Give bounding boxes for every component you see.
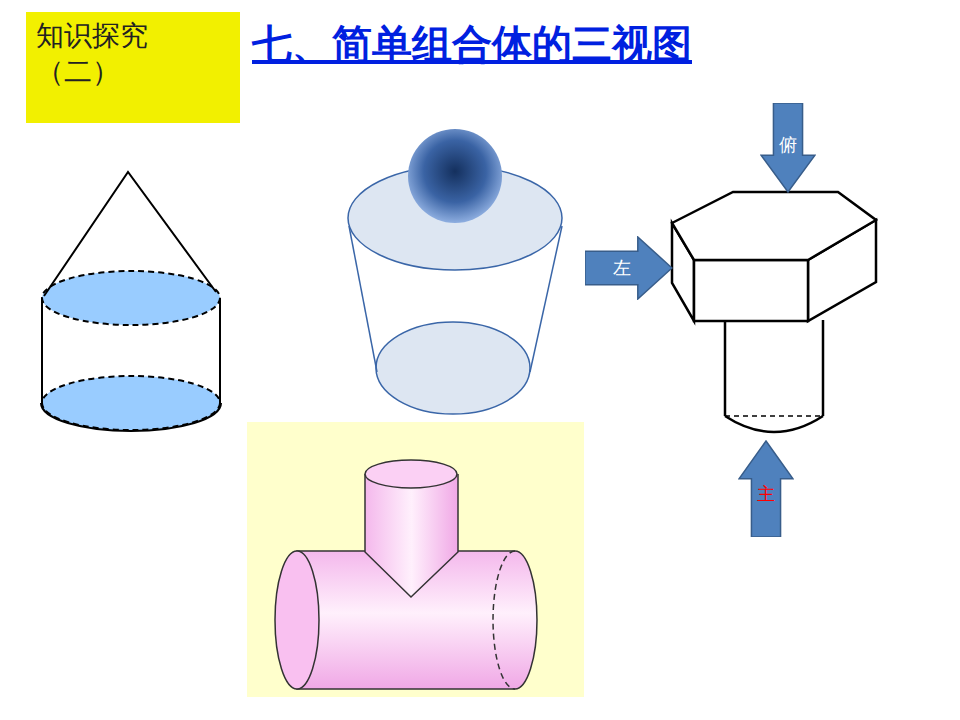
cylinder-base (42, 376, 220, 430)
cone-outline (44, 172, 216, 296)
cone-cylinder (42, 172, 220, 430)
cylinder-hidden (725, 415, 823, 417)
t-pipe (275, 460, 537, 689)
sphere (408, 129, 502, 223)
view-arrow: 俯 (760, 103, 816, 193)
cylinder-top (42, 271, 220, 325)
cylinder-side (822, 320, 825, 416)
cylinder-side (219, 298, 221, 406)
section-tag: 知识探究 （二） (26, 12, 240, 123)
section-label: 知识探究 （二） (36, 18, 161, 91)
view-arrow: 主 (738, 440, 794, 537)
pipe-hidden-end (493, 551, 515, 689)
branch-outline (365, 474, 458, 597)
arrow-body (761, 103, 815, 192)
view-label: 俯 (760, 133, 816, 156)
sphere-frustum (348, 129, 562, 414)
arrow-body (739, 441, 793, 537)
view-label: 左 (613, 256, 631, 279)
frustum-base (376, 322, 530, 414)
view-arrow: 左 (585, 236, 673, 300)
pipe-end (275, 551, 319, 689)
hex-prism-cylinder (672, 192, 876, 432)
prism-top-face (672, 192, 876, 260)
branch-top (365, 460, 457, 488)
pipe-background (247, 422, 584, 697)
view-label: 主 (738, 482, 794, 505)
branch-fill (365, 474, 458, 597)
slide-title: 七、简单组合体的三视图 (252, 18, 692, 70)
cylinder-side (724, 320, 727, 416)
arrow-body (585, 237, 672, 299)
cylinder-bottom (725, 416, 823, 432)
cylinder-side (41, 298, 43, 406)
prism-front-face (694, 260, 808, 321)
